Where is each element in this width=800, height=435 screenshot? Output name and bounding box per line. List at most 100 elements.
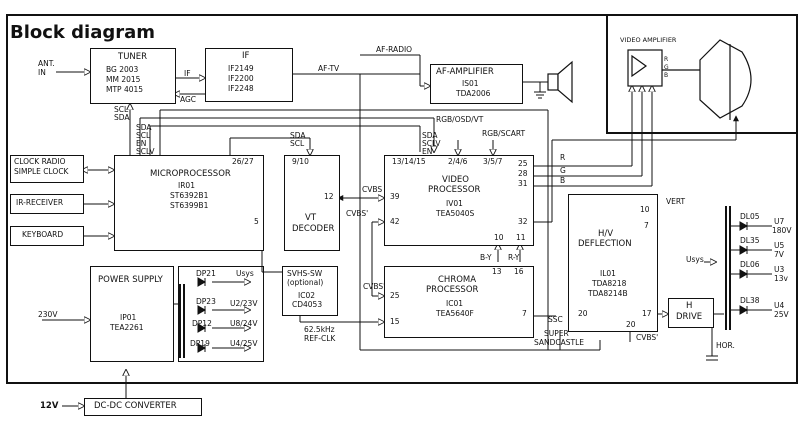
keyboard-block bbox=[10, 226, 84, 246]
video-amplifier-label: VIDEO AMPLIFIER bbox=[620, 36, 677, 44]
deflection-chip-2: TDA8214B bbox=[588, 289, 628, 298]
micro-bus-en: EN bbox=[136, 139, 147, 148]
video-label-1: VIDEO bbox=[442, 175, 469, 185]
chroma-label-2: PROCESSOR bbox=[426, 285, 479, 295]
vt-bus-scl: SCL bbox=[290, 139, 305, 148]
video-amp-pin-r: R bbox=[664, 56, 669, 63]
video-pin-39: 39 bbox=[390, 192, 400, 201]
chroma-pin-16: 16 bbox=[514, 267, 524, 276]
if-model-1: IF2149 bbox=[228, 64, 254, 73]
antenna-label-2: IN bbox=[38, 68, 46, 77]
micro-bus-sda: SDA bbox=[136, 123, 152, 132]
deflection-part: IL01 bbox=[600, 269, 616, 278]
ssc-label-2: SUPER bbox=[544, 329, 569, 338]
if-block bbox=[205, 48, 293, 102]
chroma-label-1: CHROMA bbox=[438, 275, 477, 285]
chroma-chip: TEA5640F bbox=[436, 309, 474, 318]
ry-label: R-Y bbox=[508, 253, 520, 262]
if-model-2: IF2200 bbox=[228, 74, 254, 83]
vt-pin-cvbs: 12 bbox=[324, 192, 334, 201]
ir-receiver-label: IR-RECEIVER bbox=[16, 198, 64, 207]
dp12-label: DP12 bbox=[192, 319, 212, 328]
tuner-model-3: MTP 4015 bbox=[106, 85, 144, 94]
microprocessor-chip-1: ST6392B1 bbox=[170, 191, 209, 200]
af-amplifier-label: AF-AMPLIFIER bbox=[436, 67, 494, 77]
u2-label: U2/23V bbox=[230, 299, 258, 308]
u5-label: U5 bbox=[774, 241, 785, 250]
u4-label: U4/25V bbox=[230, 339, 258, 348]
ir-receiver-block bbox=[10, 194, 84, 214]
usys-label: Usys bbox=[236, 269, 254, 278]
video-processor-block bbox=[384, 155, 534, 246]
vert-label: VERT bbox=[666, 197, 686, 206]
vt-bus-sda: SDA bbox=[290, 131, 306, 140]
power-supply-part: IP01 bbox=[120, 313, 137, 322]
af-radio-label: AF-RADIO bbox=[376, 45, 413, 54]
dp19-label: DP19 bbox=[190, 339, 210, 348]
u3-label: U3 bbox=[774, 265, 785, 274]
clock-label-2: SIMPLE CLOCK bbox=[14, 167, 69, 176]
cvbs-prime-label-3: CVBS' bbox=[636, 333, 659, 342]
vt-pins: 9/10 bbox=[292, 157, 309, 166]
u8-label: U8/24V bbox=[230, 319, 258, 328]
microprocessor-chip-2: ST6399B1 bbox=[170, 201, 209, 210]
if-signal-label: IF bbox=[184, 69, 191, 78]
deflection-pin-17: 17 bbox=[642, 309, 652, 318]
tuner-pin-sda: SDA bbox=[114, 113, 130, 122]
dl05-label: DL05 bbox=[740, 212, 760, 221]
micro-pin-top: 26/27 bbox=[232, 157, 254, 166]
video-pin-10: 10 bbox=[494, 233, 504, 242]
clock-label-1: CLOCK RADIO bbox=[14, 157, 66, 166]
power-supply-chip: TEA2261 bbox=[110, 323, 144, 332]
deflection-pin-10: 10 bbox=[640, 205, 650, 214]
microprocessor-block bbox=[114, 155, 264, 251]
crt-frame bbox=[606, 14, 798, 134]
keyboard-label: KEYBOARD bbox=[22, 230, 64, 239]
deflection-label-2: DEFLECTION bbox=[578, 239, 632, 249]
hor-label: HOR. bbox=[716, 341, 735, 350]
svhs-switch-block bbox=[282, 266, 338, 316]
chroma-part: IC01 bbox=[446, 299, 463, 308]
power-supply-label: POWER SUPPLY bbox=[98, 275, 163, 285]
u4-label-right: U4 bbox=[774, 301, 785, 310]
deflection-pin-7: 7 bbox=[644, 221, 649, 230]
dl06-label: DL06 bbox=[740, 260, 760, 269]
dl35-label: DL35 bbox=[740, 236, 760, 245]
agc-label: AGC bbox=[180, 95, 197, 104]
deflection-pin-20b: 20 bbox=[626, 320, 636, 329]
svhs-part: IC02 bbox=[298, 291, 315, 300]
video-pins-top-1: 13/14/15 bbox=[392, 157, 426, 166]
chroma-pin-25: 25 bbox=[390, 291, 400, 300]
rgb-scart-label: RGB/SCART bbox=[482, 129, 526, 138]
12v-label: 12V bbox=[40, 401, 59, 411]
dl38-label: DL38 bbox=[740, 296, 760, 305]
video-pin-11: 11 bbox=[516, 233, 526, 242]
ref-clk-label-2: REF-CLK bbox=[304, 334, 336, 343]
svhs-label-2: (optional) bbox=[287, 278, 324, 287]
video-pins-top-2: 2/4/6 bbox=[448, 157, 468, 166]
tuner-block bbox=[90, 48, 176, 104]
by-label: B-Y bbox=[480, 253, 492, 262]
rectifier-block bbox=[178, 266, 264, 362]
video-pins-top-3: 3/5/7 bbox=[483, 157, 503, 166]
signal-g: G bbox=[560, 166, 566, 175]
dc-dc-converter-block bbox=[84, 398, 202, 416]
video-bus-sda: SDA bbox=[422, 131, 438, 140]
dp23-label: DP23 bbox=[196, 297, 216, 306]
deflection-label-1: H/V bbox=[598, 229, 614, 239]
u7-label: U7 bbox=[774, 217, 785, 226]
video-bus-sclv: SCLV bbox=[422, 139, 441, 148]
ssc-label-3: SANDCASTLE bbox=[534, 338, 585, 347]
cvbs-prime-label-2: CVBS' bbox=[363, 282, 386, 291]
microprocessor-part: IR01 bbox=[178, 181, 195, 190]
video-pin-28: 28 bbox=[518, 169, 528, 178]
ssc-label-1: SSC bbox=[548, 315, 563, 324]
if-model-3: IF2248 bbox=[228, 84, 254, 93]
tuner-model-2: MM 2015 bbox=[106, 75, 141, 84]
u7-value: 180V bbox=[772, 226, 792, 235]
video-amp-pin-b: B bbox=[664, 72, 669, 79]
chroma-processor-block bbox=[384, 266, 534, 338]
chroma-pin-7: 7 bbox=[522, 309, 527, 318]
